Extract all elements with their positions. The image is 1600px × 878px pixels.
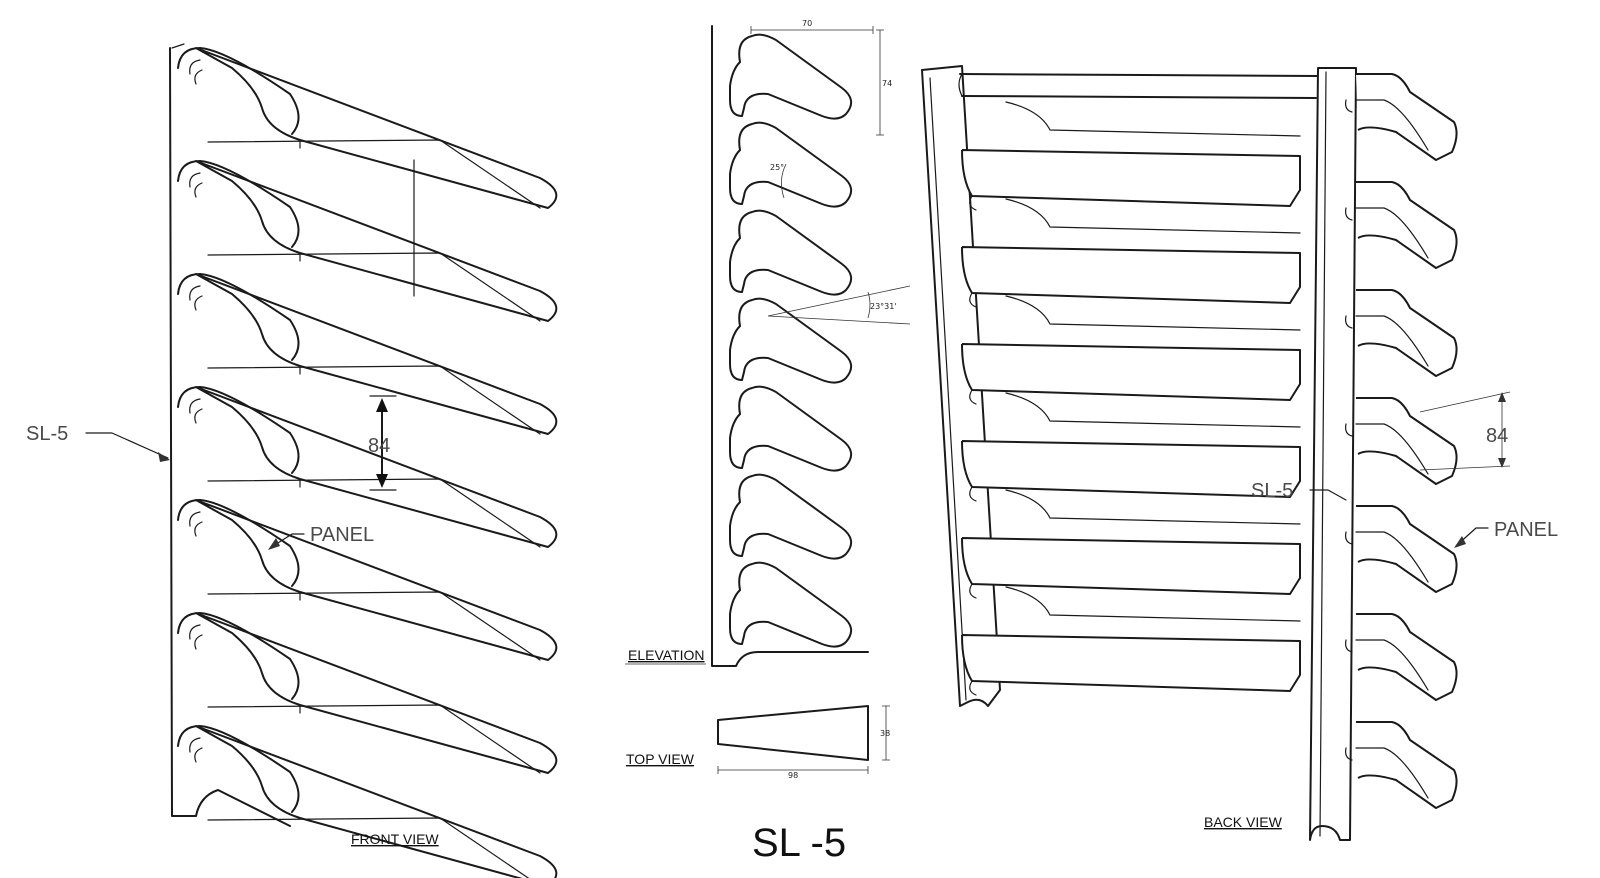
elevation-hook bbox=[729, 561, 853, 648]
front-shelf-panel bbox=[177, 725, 558, 878]
top-depth-label: 98 bbox=[788, 771, 798, 780]
back-hook bbox=[1345, 289, 1458, 377]
front-shelf-panel bbox=[177, 47, 558, 209]
elevation-hook bbox=[729, 33, 853, 120]
back-shelf-panel bbox=[961, 489, 1301, 599]
back-spacing-label: 84 bbox=[1486, 425, 1508, 447]
back-hook bbox=[1345, 721, 1458, 809]
top-width-label: 38 bbox=[880, 729, 890, 738]
back-view: 84 SL-5 PANEL BACK VIEW bbox=[921, 65, 1558, 841]
back-hook bbox=[1345, 613, 1458, 701]
front-shelf-panel bbox=[177, 612, 558, 774]
front-view: 84 SL-5 PANEL FRONT VIEW bbox=[26, 43, 558, 878]
elevation-hook bbox=[729, 473, 853, 560]
elevation-view: 70 74 25° 23°31' ELEVATION bbox=[625, 19, 911, 667]
elevation-width-label: 70 bbox=[802, 19, 812, 28]
front-view-caption: FRONT VIEW bbox=[351, 831, 439, 847]
front-part-leader bbox=[85, 432, 169, 459]
elevation-angle-a-label: 25° bbox=[770, 163, 784, 172]
back-shelf-panel bbox=[961, 586, 1301, 696]
front-shelf-panel bbox=[177, 499, 558, 661]
elevation-height-label: 74 bbox=[882, 79, 892, 88]
top-view: 98 38 TOP VIEW bbox=[626, 705, 890, 780]
top-view-caption: TOP VIEW bbox=[626, 751, 695, 767]
back-hook bbox=[1345, 505, 1458, 593]
front-spacing-label: 84 bbox=[368, 435, 390, 457]
front-shelf-panel bbox=[177, 160, 558, 322]
elevation-hook bbox=[729, 385, 853, 472]
front-spacing-arrow-down bbox=[376, 474, 388, 488]
elevation-hook bbox=[729, 121, 853, 208]
back-hook bbox=[1345, 73, 1458, 161]
elevation-angle-b-label: 23°31' bbox=[870, 302, 897, 311]
elevation-hook-profiles bbox=[729, 33, 853, 648]
back-shelf-panel bbox=[961, 295, 1301, 405]
elevation-hook bbox=[729, 209, 853, 296]
front-panel-callout: PANEL bbox=[310, 524, 374, 546]
back-view-caption: BACK VIEW bbox=[1204, 814, 1283, 830]
top-view-outline bbox=[717, 705, 869, 761]
back-part-callout: SL-5 bbox=[1251, 480, 1293, 502]
elevation-caption: ELEVATION bbox=[628, 647, 705, 663]
back-hook bbox=[1345, 397, 1458, 485]
front-shelf-panels bbox=[177, 47, 558, 878]
back-shelf-panel bbox=[961, 198, 1301, 308]
back-shelf-panel bbox=[961, 392, 1301, 502]
back-shelf-panel bbox=[961, 101, 1301, 211]
back-hook bbox=[1345, 181, 1458, 269]
back-right-column bbox=[1309, 67, 1357, 841]
front-shelf-panel bbox=[177, 386, 558, 548]
front-spacing-arrow-up bbox=[376, 398, 388, 412]
back-hook-profiles bbox=[1345, 73, 1458, 809]
elevation-hook bbox=[729, 297, 853, 384]
back-panel-callout: PANEL bbox=[1494, 519, 1558, 541]
back-part-leader bbox=[1309, 489, 1347, 501]
front-part-callout: SL-5 bbox=[26, 423, 68, 445]
drawing-title: SL -5 bbox=[752, 821, 846, 865]
back-shelf-panels bbox=[961, 101, 1301, 696]
front-shelf-panel bbox=[177, 273, 558, 435]
